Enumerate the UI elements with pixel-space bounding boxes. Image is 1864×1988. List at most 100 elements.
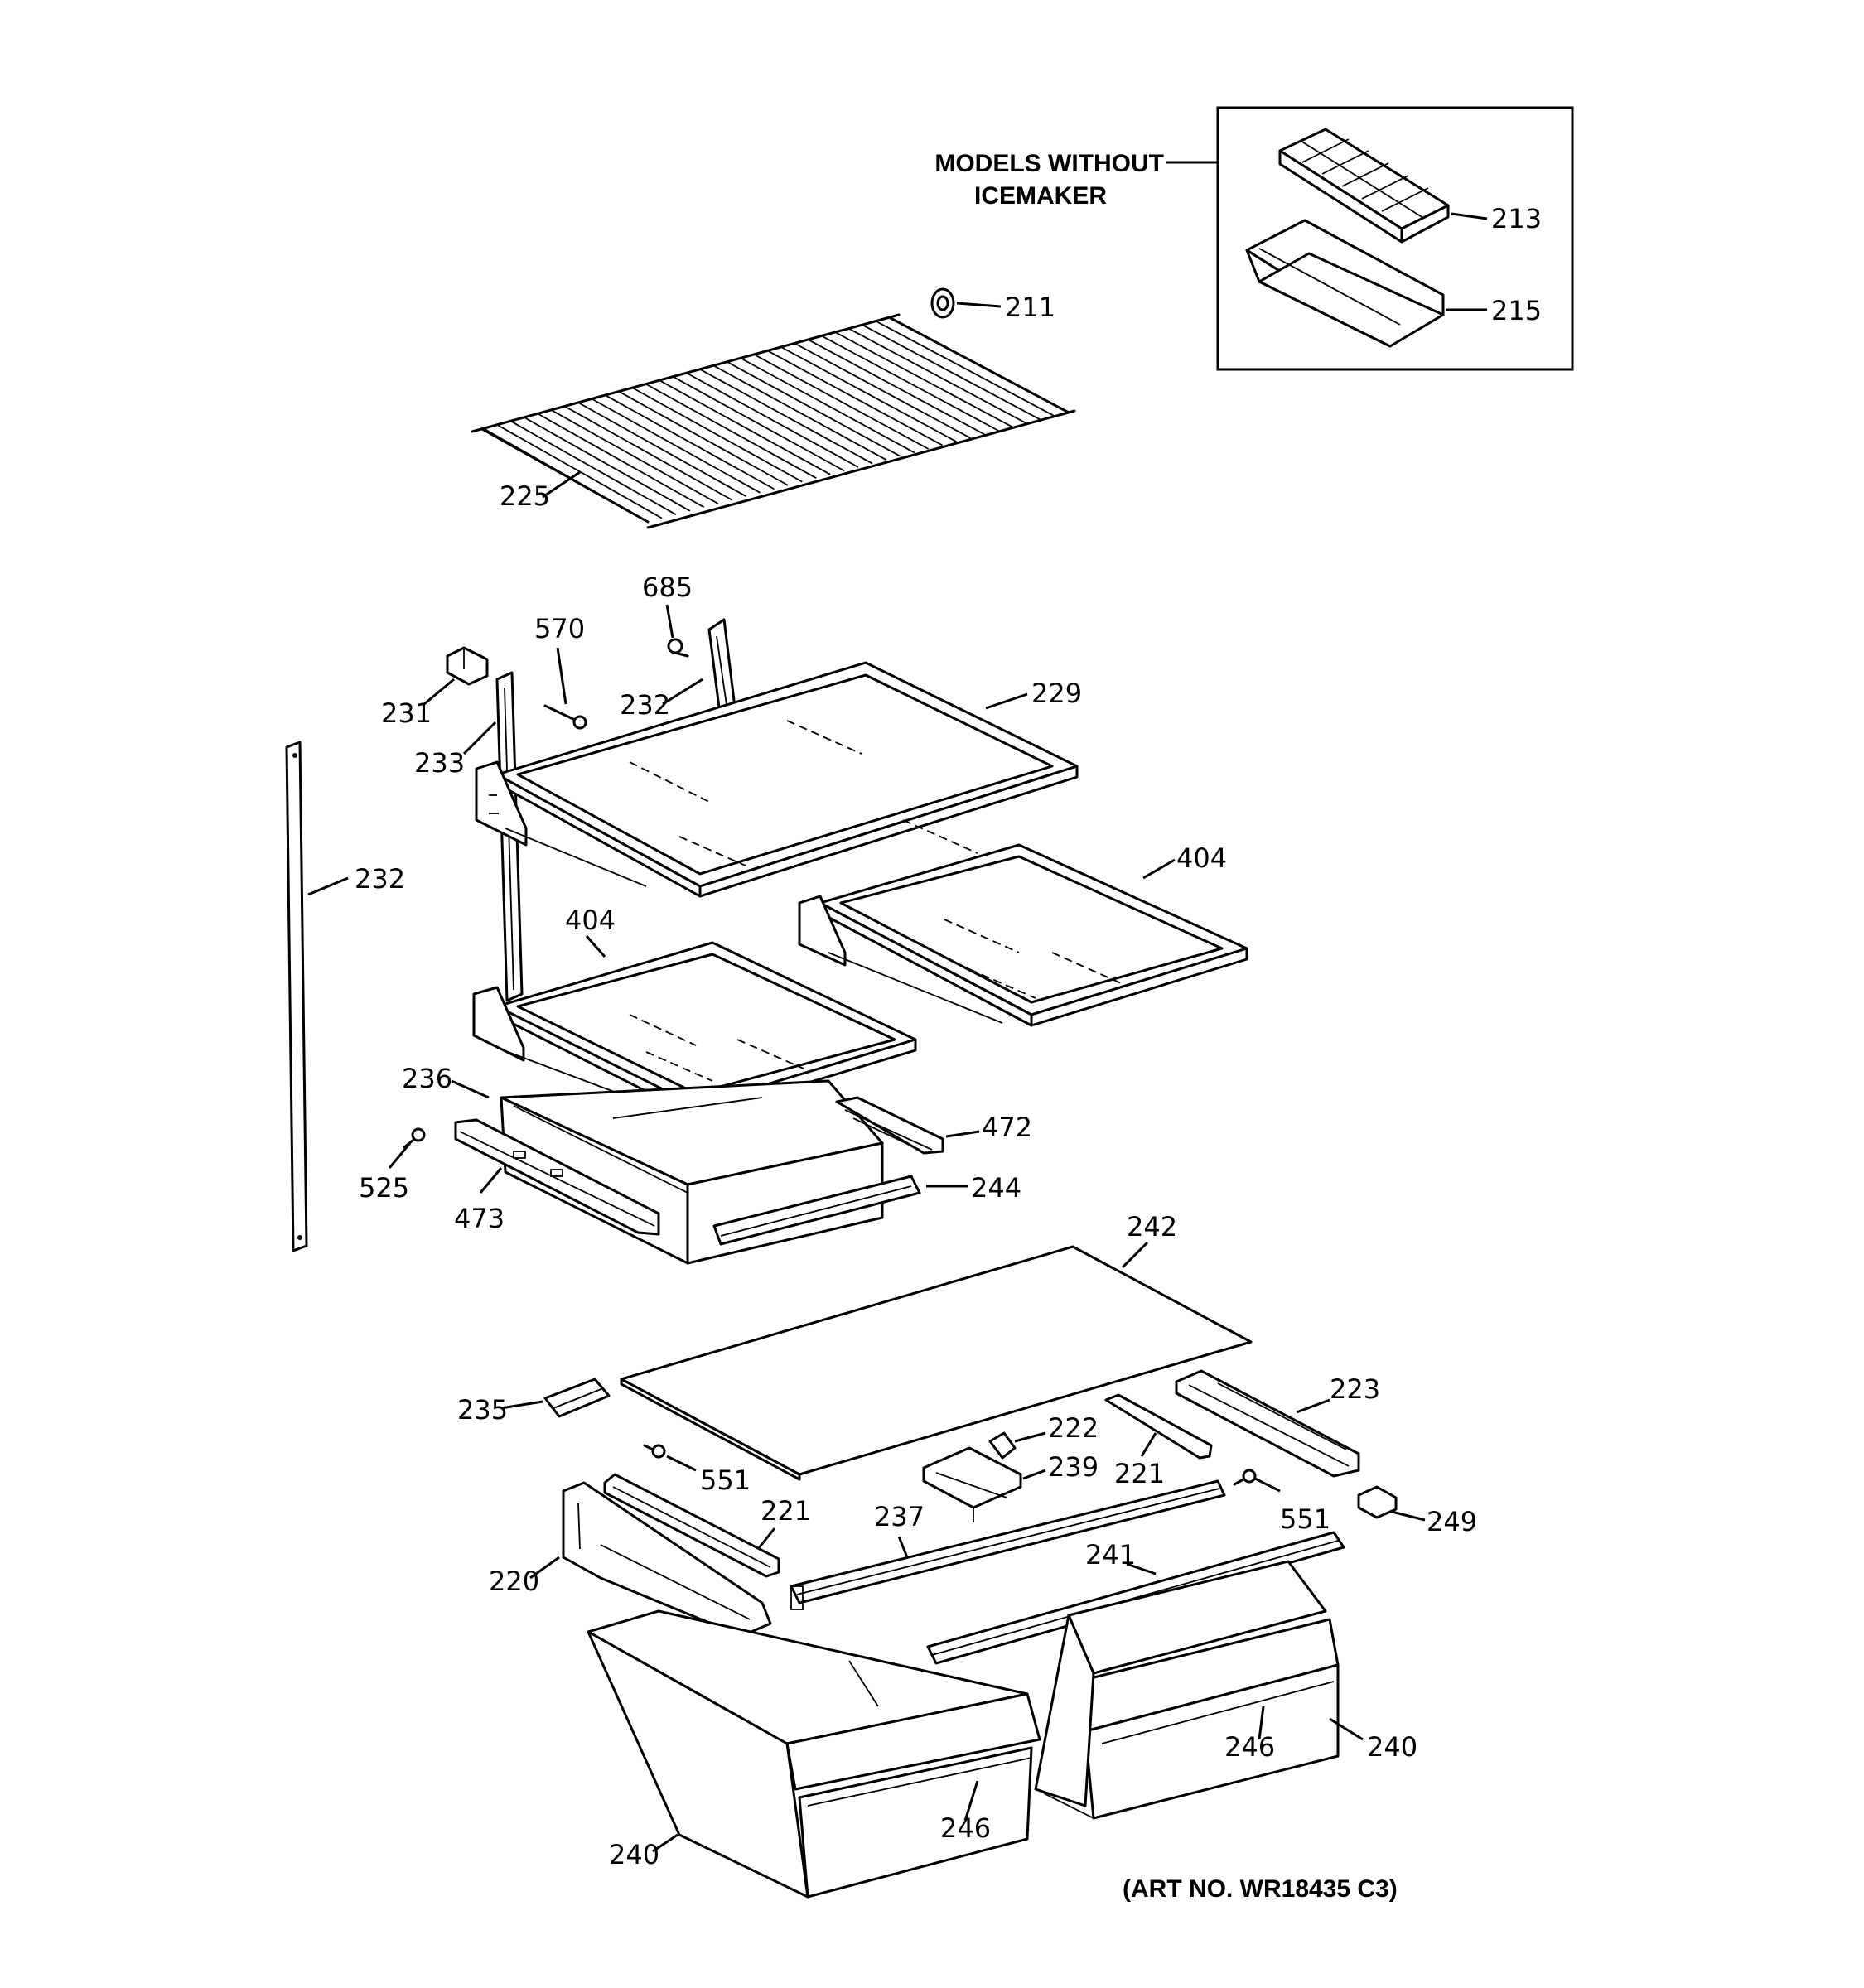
screw-570 xyxy=(543,704,587,730)
wire-shelf-rod xyxy=(890,317,1070,413)
crisper-drawer-left xyxy=(587,1609,1041,1899)
leader-235 xyxy=(500,1400,543,1410)
leader-551-right xyxy=(1254,1477,1281,1493)
wire-shelf-rod xyxy=(862,325,1041,421)
callout-231: 231 xyxy=(381,697,432,729)
wire-shelf-rod xyxy=(714,365,887,461)
leader-231 xyxy=(423,678,455,706)
callout-240-left: 240 xyxy=(609,1839,659,1870)
leader-404-left xyxy=(585,935,606,958)
crisper-slide-rail xyxy=(1175,1369,1360,1478)
art-number: (ART NO. WR18435 C3) xyxy=(1123,1875,1398,1903)
leader-249 xyxy=(1391,1510,1426,1522)
shelf-clip xyxy=(446,646,489,686)
glass-glare-mark xyxy=(736,1039,804,1069)
callout-242: 242 xyxy=(1127,1211,1177,1242)
wire-shelf-rod xyxy=(876,321,1055,417)
wire-shelf-rod xyxy=(511,421,677,515)
leader-232-top xyxy=(662,678,703,706)
leader-241 xyxy=(1126,1562,1157,1575)
hinge-239 xyxy=(922,1446,1022,1522)
glass-glare-mark xyxy=(786,720,862,755)
wire-shelf-rod xyxy=(646,384,817,479)
callout-235: 235 xyxy=(457,1394,508,1426)
leader-237 xyxy=(897,1536,909,1558)
crisper-cover-glass xyxy=(620,1245,1253,1481)
leader-223 xyxy=(1296,1398,1330,1414)
shelf-bumper xyxy=(930,287,955,319)
leader-213 xyxy=(1451,212,1488,220)
leader-222 xyxy=(1014,1431,1046,1443)
leader-525 xyxy=(388,1142,412,1169)
callout-551-right: 551 xyxy=(1280,1503,1330,1535)
leader-239 xyxy=(1022,1469,1046,1480)
wire-shelf-rod xyxy=(849,328,1027,424)
callout-229: 229 xyxy=(1031,678,1082,709)
snack-pan-slide-left xyxy=(454,1118,660,1236)
callout-246-right: 246 xyxy=(1224,1731,1275,1763)
wire-shelf-rod xyxy=(836,332,1013,428)
ice-bin xyxy=(1245,219,1445,348)
callout-215: 215 xyxy=(1491,295,1542,326)
wire-shelf-rod xyxy=(781,346,957,442)
callout-221-right: 221 xyxy=(1114,1458,1165,1489)
leader-240-left xyxy=(652,1833,678,1853)
glass-glare-mark xyxy=(629,1014,697,1046)
wire-shelf-rod xyxy=(619,391,789,486)
callout-211: 211 xyxy=(1005,292,1055,323)
ice-tray xyxy=(1278,128,1450,244)
callout-472: 472 xyxy=(982,1112,1032,1143)
glass-glare-mark xyxy=(1051,952,1128,987)
leader-229 xyxy=(985,692,1028,710)
wire-shelf-rods xyxy=(484,317,1070,523)
glass-glare-mark xyxy=(645,1051,713,1082)
wire-shelf-rod xyxy=(768,350,944,446)
leader-404-right xyxy=(1142,858,1176,880)
wire-shelf-rod xyxy=(809,340,985,436)
glass-glare-mark xyxy=(968,968,1036,999)
callout-249: 249 xyxy=(1427,1506,1477,1537)
callout-404-left: 404 xyxy=(565,905,616,936)
clip-222 xyxy=(988,1431,1017,1460)
callout-240-right: 240 xyxy=(1367,1731,1417,1763)
leader-551-left xyxy=(666,1455,697,1472)
leader-233 xyxy=(462,721,497,755)
callout-570: 570 xyxy=(534,613,585,644)
wire-shelf-rod xyxy=(592,398,761,494)
wire-shelf-rod xyxy=(538,413,705,509)
crisper-drawer-right xyxy=(1034,1560,1340,1820)
leader-221-right xyxy=(1140,1432,1157,1457)
wire-shelf-rod xyxy=(727,361,901,457)
glass-shelf-404-right xyxy=(798,843,1248,1027)
crisper-frame-237 xyxy=(790,1479,1226,1610)
callout-241: 241 xyxy=(1085,1539,1136,1571)
callout-239: 239 xyxy=(1048,1451,1099,1483)
callout-237: 237 xyxy=(874,1501,925,1532)
callout-232-left: 232 xyxy=(355,863,405,895)
leader-246-left xyxy=(963,1780,979,1822)
leader-570 xyxy=(556,647,567,705)
snack-pan-handle xyxy=(712,1175,921,1246)
leader-472 xyxy=(945,1130,980,1138)
glass-shelf-229 xyxy=(475,661,1079,898)
callout-222: 222 xyxy=(1048,1412,1099,1444)
screw-551-right xyxy=(1233,1469,1257,1486)
callout-244: 244 xyxy=(971,1172,1021,1204)
inset-box xyxy=(1216,106,1574,371)
glass-shelf-404-right-glare xyxy=(944,919,1128,999)
callout-404-right: 404 xyxy=(1176,842,1227,874)
wire-shelf-rod xyxy=(606,395,775,490)
glass-glare-mark xyxy=(902,819,978,854)
callout-525: 525 xyxy=(359,1172,409,1204)
inset-heading-line2: ICEMAKER xyxy=(974,182,1107,210)
callout-220: 220 xyxy=(489,1566,539,1597)
callout-246-left: 246 xyxy=(940,1812,991,1844)
leader-236 xyxy=(451,1079,490,1099)
screw-525 xyxy=(403,1127,426,1149)
wire-shelf-rod xyxy=(674,376,845,472)
glass-glare-mark xyxy=(678,836,746,866)
wire-shelf-rod xyxy=(741,358,915,454)
leader-211 xyxy=(956,302,1002,308)
screw-551-left xyxy=(643,1444,666,1459)
callout-213: 213 xyxy=(1491,203,1542,234)
